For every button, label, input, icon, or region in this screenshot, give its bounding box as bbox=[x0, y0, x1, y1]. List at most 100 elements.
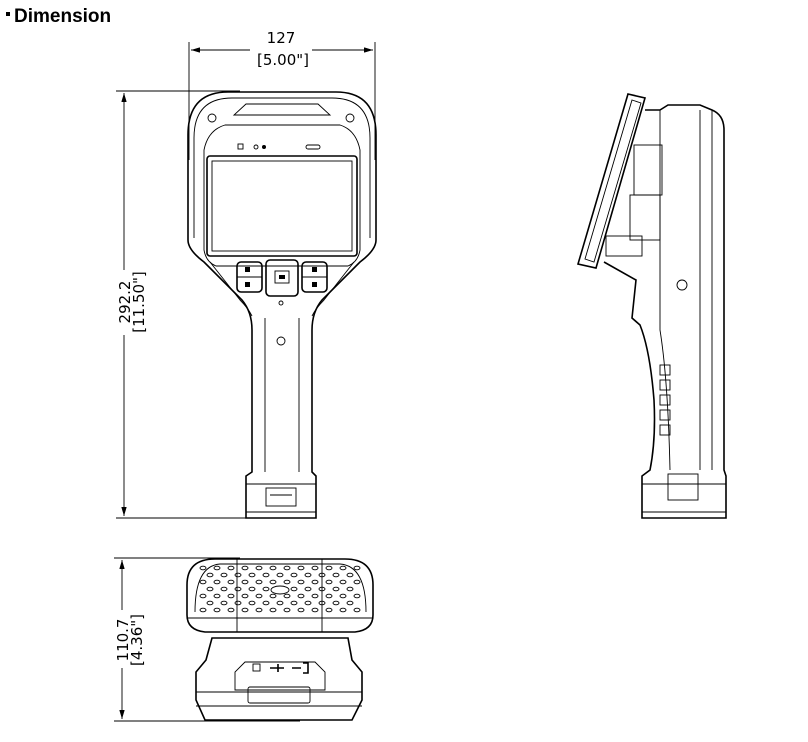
vent-hole bbox=[346, 600, 354, 606]
vent-hole bbox=[353, 607, 361, 613]
vent-hole bbox=[276, 572, 284, 578]
vent-hole bbox=[213, 607, 221, 613]
vent-hole bbox=[325, 607, 333, 613]
vent-hole bbox=[325, 565, 333, 571]
button-cluster bbox=[236, 259, 328, 306]
vent-hole bbox=[283, 593, 291, 599]
vent-hole bbox=[199, 607, 207, 613]
vent-hole bbox=[255, 579, 263, 585]
vent-hole bbox=[199, 579, 207, 585]
vent-hole bbox=[318, 586, 326, 592]
vent-hole bbox=[255, 565, 263, 571]
vent-hole bbox=[304, 586, 312, 592]
vent-hole bbox=[297, 565, 305, 571]
vent-hole bbox=[353, 593, 361, 599]
input-port-icon bbox=[292, 662, 309, 674]
vent-hole bbox=[276, 600, 284, 606]
vent-hole bbox=[332, 600, 340, 606]
section-title: Dimension bbox=[14, 6, 112, 27]
vent-hole bbox=[290, 572, 298, 578]
vent-hole bbox=[199, 593, 207, 599]
vent-hole bbox=[311, 593, 319, 599]
height-mm-label: 292.2 bbox=[116, 281, 134, 324]
vent-hole bbox=[269, 565, 277, 571]
vent-hole bbox=[325, 593, 333, 599]
grip-ribs bbox=[659, 364, 671, 436]
vent-hole bbox=[332, 586, 340, 592]
vent-hole bbox=[213, 593, 221, 599]
usb-icon bbox=[270, 664, 284, 672]
width-dimension: 127 [5.00"] bbox=[188, 29, 376, 160]
bottom-view bbox=[186, 558, 374, 721]
vent-hole bbox=[304, 600, 312, 606]
height-inch-label: [11.50"] bbox=[130, 271, 148, 333]
vent-hole bbox=[206, 600, 214, 606]
vent-hole bbox=[241, 579, 249, 585]
section-heading: Dimension bbox=[6, 6, 111, 28]
vent-hole bbox=[332, 572, 340, 578]
vent-hole bbox=[353, 565, 361, 571]
vent-hole bbox=[269, 579, 277, 585]
vent-hole bbox=[290, 586, 298, 592]
vent-hole bbox=[199, 565, 207, 571]
vent-hole bbox=[206, 586, 214, 592]
vent-hole bbox=[262, 586, 270, 592]
vent-hole bbox=[213, 565, 221, 571]
vent-hole bbox=[318, 572, 326, 578]
vent-hole bbox=[311, 565, 319, 571]
front-view bbox=[187, 91, 377, 519]
vent-hole bbox=[255, 607, 263, 613]
vent-hole bbox=[311, 607, 319, 613]
bullet-icon bbox=[6, 11, 10, 16]
vent-hole bbox=[220, 600, 228, 606]
vent-hole bbox=[262, 572, 270, 578]
vent-hole bbox=[248, 600, 256, 606]
vent-hole bbox=[220, 586, 228, 592]
vent-hole bbox=[213, 579, 221, 585]
vent-hole bbox=[297, 593, 305, 599]
width-inch-label: [5.00"] bbox=[257, 51, 309, 69]
vent-hole bbox=[297, 607, 305, 613]
vent-hole bbox=[283, 607, 291, 613]
vent-hole bbox=[311, 579, 319, 585]
vent-hole bbox=[262, 600, 270, 606]
height-dimension: 292.2 [11.50"] bbox=[116, 90, 250, 519]
vent-hole bbox=[241, 565, 249, 571]
vent-hole bbox=[227, 593, 235, 599]
side-view bbox=[576, 93, 727, 519]
vent-hole bbox=[297, 579, 305, 585]
vent-hole bbox=[353, 579, 361, 585]
vent-hole bbox=[220, 572, 228, 578]
vent-hole bbox=[269, 593, 277, 599]
vent-hole bbox=[269, 607, 277, 613]
vent-hole bbox=[234, 600, 242, 606]
vent-holes bbox=[199, 565, 361, 613]
vent-hole bbox=[227, 565, 235, 571]
vent-hole bbox=[346, 572, 354, 578]
vent-hole bbox=[304, 572, 312, 578]
vent-hole bbox=[248, 572, 256, 578]
vent-hole bbox=[318, 600, 326, 606]
vent-hole bbox=[248, 586, 256, 592]
vent-hole bbox=[234, 572, 242, 578]
vent-hole bbox=[325, 579, 333, 585]
vent-hole bbox=[206, 572, 214, 578]
vent-hole bbox=[234, 586, 242, 592]
vent-hole bbox=[339, 593, 347, 599]
vent-hole bbox=[227, 579, 235, 585]
vent-hole bbox=[290, 600, 298, 606]
sd-card-icon bbox=[252, 663, 261, 672]
vent-hole bbox=[339, 565, 347, 571]
vent-hole bbox=[255, 593, 263, 599]
vent-hole bbox=[227, 607, 235, 613]
vent-hole bbox=[241, 593, 249, 599]
vent-hole bbox=[346, 586, 354, 592]
vent-hole bbox=[241, 607, 249, 613]
width-mm-label: 127 bbox=[267, 29, 296, 47]
depth-dimension: 110.7 [4.36"] bbox=[114, 557, 300, 722]
vent-hole bbox=[339, 607, 347, 613]
vent-hole bbox=[283, 565, 291, 571]
vent-hole bbox=[283, 579, 291, 585]
depth-mm-label: 110.7 bbox=[114, 619, 132, 662]
